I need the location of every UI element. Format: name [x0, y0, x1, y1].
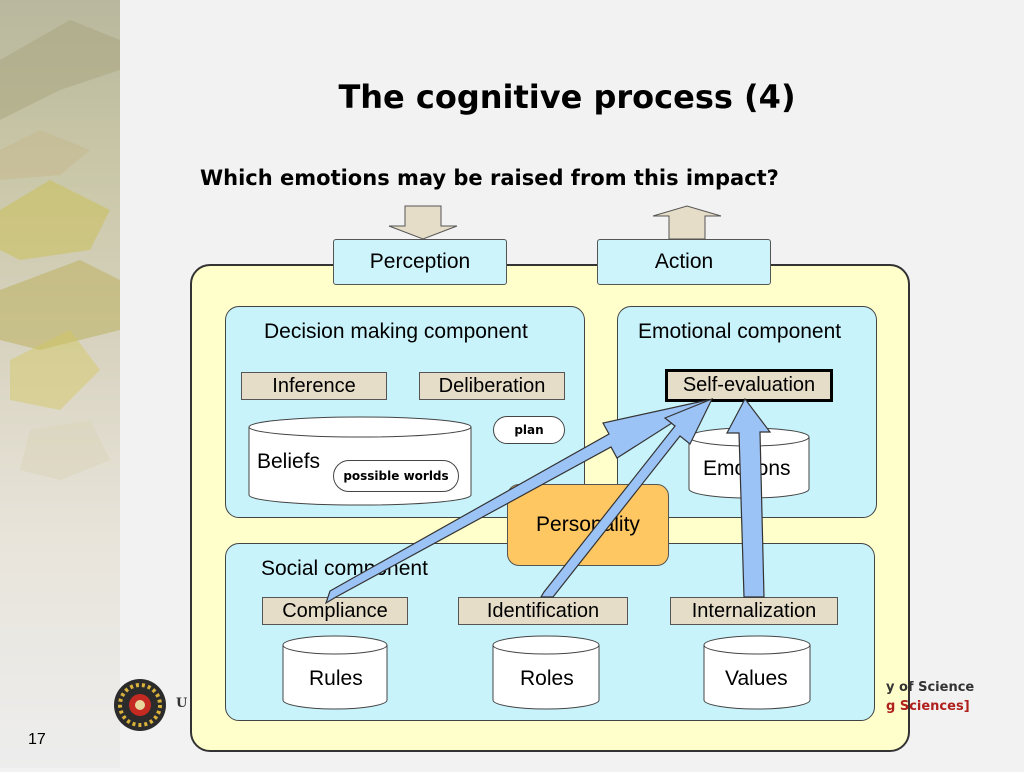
identification-tag: Identification	[458, 597, 628, 625]
emotional-title: Emotional component	[638, 320, 842, 343]
faculty-line-2: g Sciences]	[886, 699, 970, 714]
rules-cylinder	[282, 635, 388, 710]
perception-box: Perception	[333, 239, 507, 285]
rules-label: Rules	[309, 667, 363, 690]
possible-worlds-pill: possible worlds	[333, 460, 459, 492]
inference-tag: Inference	[241, 372, 387, 400]
page-number: 17	[28, 731, 46, 748]
arrow-identification-self-eval	[539, 397, 714, 598]
decorative-side-strip	[0, 0, 120, 768]
values-cylinder	[703, 635, 811, 710]
perception-in-arrow	[388, 205, 458, 240]
arrow-internalization-self-eval	[726, 397, 772, 598]
decision-making-title: Decision making component	[264, 320, 528, 343]
university-name-fragment: U	[176, 696, 188, 711]
internalization-tag: Internalization	[670, 597, 838, 625]
roles-cylinder	[492, 635, 600, 710]
beliefs-label: Beliefs	[257, 450, 321, 473]
faculty-line-1: y of Science	[886, 680, 975, 695]
values-label: Values	[725, 667, 788, 690]
plan-pill: plan	[493, 416, 565, 444]
action-box: Action	[597, 239, 771, 285]
roles-label: Roles	[520, 667, 574, 690]
decorative-pattern	[0, 20, 120, 480]
slide-title: The cognitive process (4)	[338, 78, 796, 116]
self-evaluation-tag: Self-evaluation	[665, 369, 833, 402]
faculty-logo-text: y of Science g Sciences]	[886, 678, 996, 716]
deliberation-tag: Deliberation	[419, 372, 565, 400]
action-out-arrow	[652, 205, 722, 240]
slide-subtitle: Which emotions may be raised from this i…	[200, 166, 779, 190]
